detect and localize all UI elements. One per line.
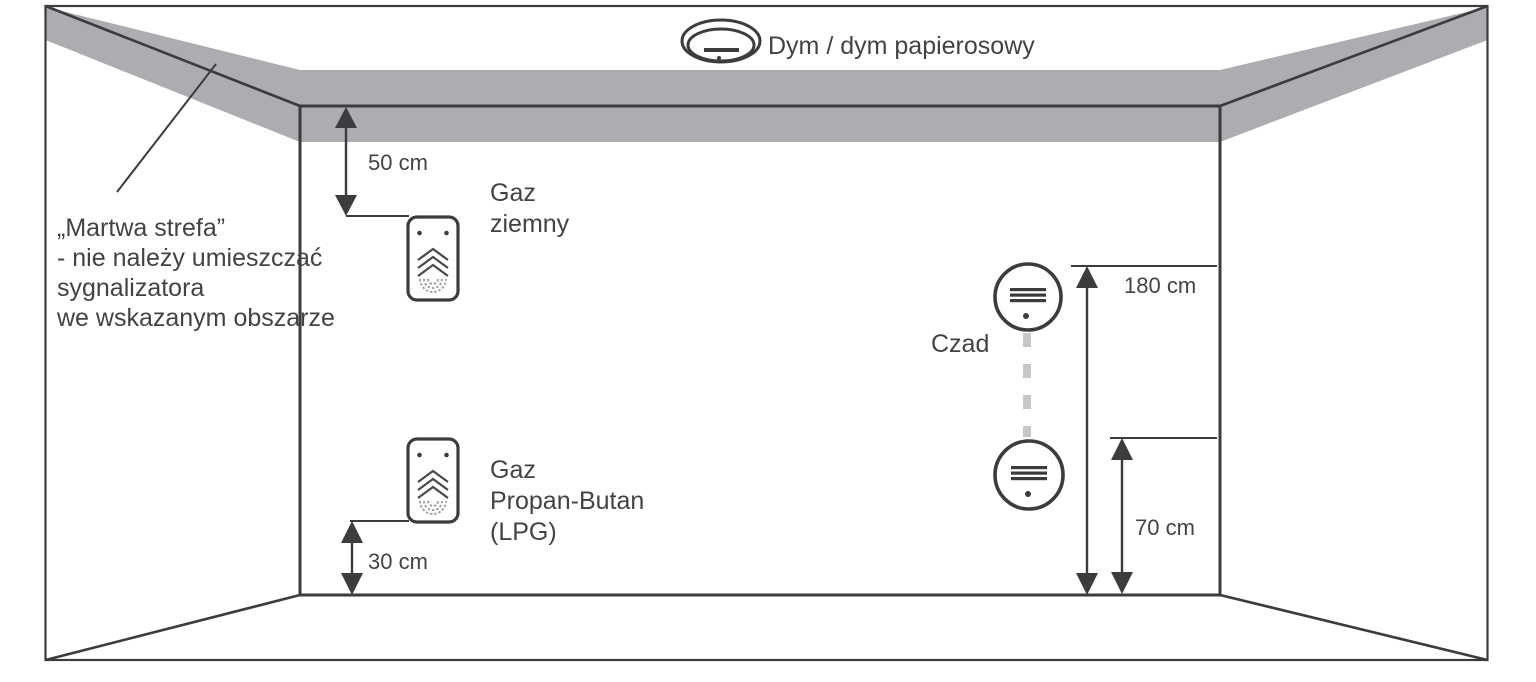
back-wall — [298, 104, 1222, 597]
ceiling-edge-right — [1219, 4, 1488, 108]
ceiling-edge-left — [45, 4, 301, 108]
co-detector-lower-icon — [993, 439, 1065, 511]
measure-70cm: 70 cm — [1110, 437, 1217, 594]
measure-180cm: 180 cm — [1071, 265, 1217, 595]
dead-zone-text-line2: - nie należy umieszczać — [57, 244, 322, 272]
measure-50cm-label: 50 cm — [368, 150, 428, 175]
natural-gas-label-line1: Gaz — [490, 179, 536, 207]
co-label: Czad — [931, 330, 989, 358]
dead-zone-pointer-line — [116, 63, 217, 193]
dead-zone-text-line4: we wskazanym obszarze — [56, 304, 335, 332]
measure-50cm: 50 cm — [335, 107, 428, 217]
measure-30cm: 30 cm — [341, 520, 428, 595]
smoke-label: Dym / dym papierosowy — [768, 32, 1035, 60]
lpg-label-line3: (LPG) — [490, 518, 557, 546]
floor-edge-right — [1219, 593, 1488, 662]
natural-gas-label-line2: ziemny — [490, 210, 570, 238]
dead-zone-band — [45, 7, 1488, 142]
dead-zone-text-line3: sygnalizatora — [57, 274, 204, 302]
measure-180cm-label: 180 cm — [1124, 273, 1196, 298]
dead-zone-text-line1: „Martwa strefa” — [57, 214, 225, 242]
lpg-detector-icon — [406, 437, 460, 524]
co-detector-upper-icon — [993, 262, 1063, 332]
lpg-label-line2: Propan-Butan — [490, 487, 644, 515]
measure-30cm-label: 30 cm — [368, 549, 428, 574]
lpg-label-line1: Gaz — [490, 456, 536, 484]
floor-edge-left — [45, 593, 301, 662]
smoke-detector-icon — [680, 18, 762, 64]
room-outer-border — [44, 4, 1489, 662]
natural-gas-detector-icon — [406, 215, 460, 302]
measure-70cm-label: 70 cm — [1135, 515, 1195, 540]
